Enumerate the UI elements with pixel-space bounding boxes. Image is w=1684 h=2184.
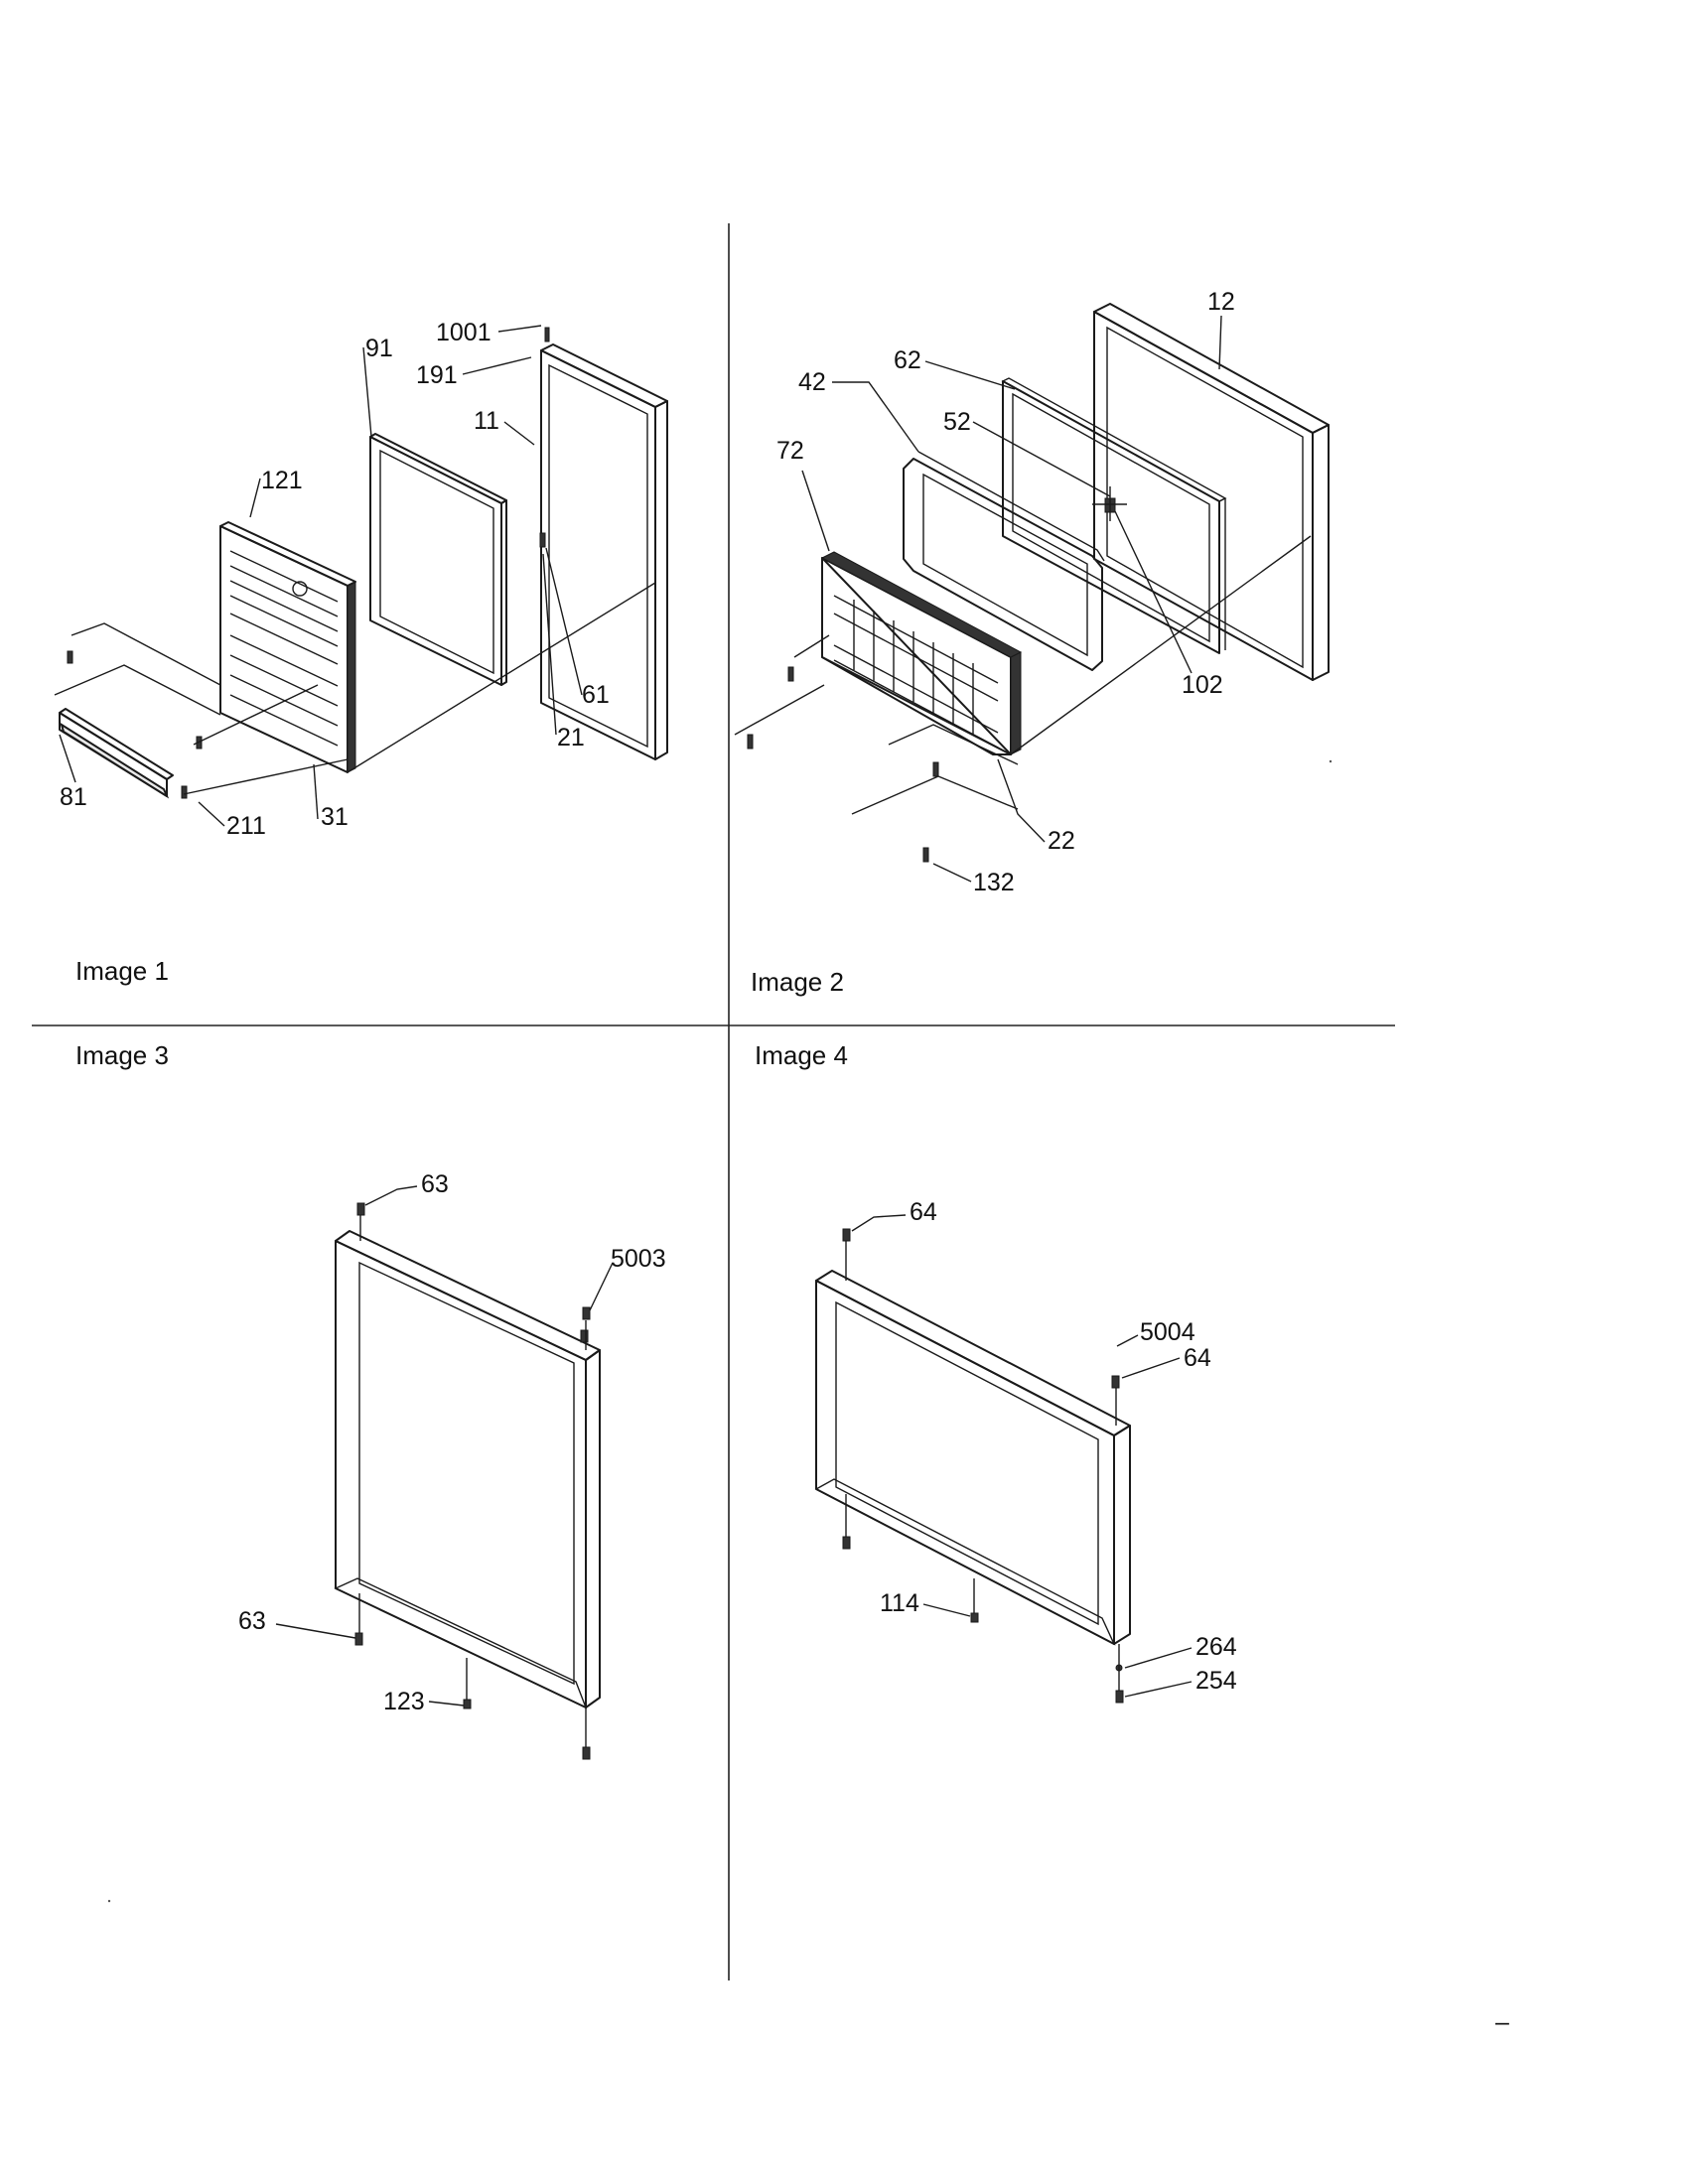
image-3-door-frame: 63 5003 63 123 [238, 1170, 666, 1760]
callout-52: 52 [943, 408, 971, 436]
callout-91: 91 [365, 335, 393, 362]
callout-102: 102 [1182, 671, 1223, 699]
callout-114: 114 [880, 1589, 919, 1617]
callout-63-top: 63 [421, 1170, 449, 1198]
door-liner [369, 433, 507, 686]
slide-pins [747, 666, 939, 863]
callout-5003: 5003 [611, 1245, 666, 1273]
callout-64-top: 64 [910, 1198, 937, 1226]
callout-62: 62 [894, 346, 921, 374]
caption-image-4: Image 4 [755, 1040, 848, 1070]
drawer-gasket [1001, 377, 1227, 654]
stray-dash-mark: – [1495, 2008, 1509, 2036]
caption-image-1: Image 1 [75, 956, 169, 986]
callout-72: 72 [776, 437, 804, 465]
callout-22: 22 [1048, 827, 1075, 855]
callout-63-bottom: 63 [238, 1607, 266, 1635]
callout-64-right: 64 [1184, 1344, 1211, 1372]
drawer-liner [903, 451, 1105, 671]
callout-31: 31 [321, 803, 349, 831]
image-4-drawer-frame: 64 5004 64 114 264 254 [814, 1198, 1237, 1704]
outer-door-panel [540, 343, 668, 760]
callout-5004: 5004 [1140, 1318, 1195, 1346]
callout-81: 81 [60, 783, 87, 811]
caption-image-2: Image 2 [751, 967, 844, 997]
callout-191: 191 [416, 361, 458, 389]
image-2-drawer-assembly: 12 62 42 52 72 102 22 132 [734, 288, 1330, 896]
scan-speck [1329, 759, 1333, 763]
callout-121: 121 [261, 467, 303, 494]
scan-speck [107, 1899, 111, 1903]
inner-door-shelves [219, 521, 356, 773]
hinge-pins [67, 327, 550, 799]
callout-42: 42 [798, 368, 826, 396]
callout-61: 61 [582, 681, 610, 709]
callout-132: 132 [973, 869, 1015, 896]
drawer-basket [820, 551, 1023, 755]
callout-11: 11 [474, 407, 499, 435]
callout-211: 211 [226, 812, 266, 840]
caption-image-3: Image 3 [75, 1040, 169, 1070]
image-1-door-assembly: 1001 91 191 11 121 61 21 81 211 31 [54, 319, 668, 840]
door-bin [59, 708, 174, 799]
callout-254: 254 [1195, 1667, 1237, 1695]
callout-264: 264 [1195, 1633, 1237, 1661]
callout-21: 21 [557, 724, 585, 751]
callout-123: 123 [383, 1688, 425, 1715]
drawer-front-panel [1093, 303, 1330, 681]
callout-12: 12 [1207, 288, 1235, 316]
drawer-clip [1092, 486, 1127, 521]
callout-1001: 1001 [436, 319, 491, 346]
